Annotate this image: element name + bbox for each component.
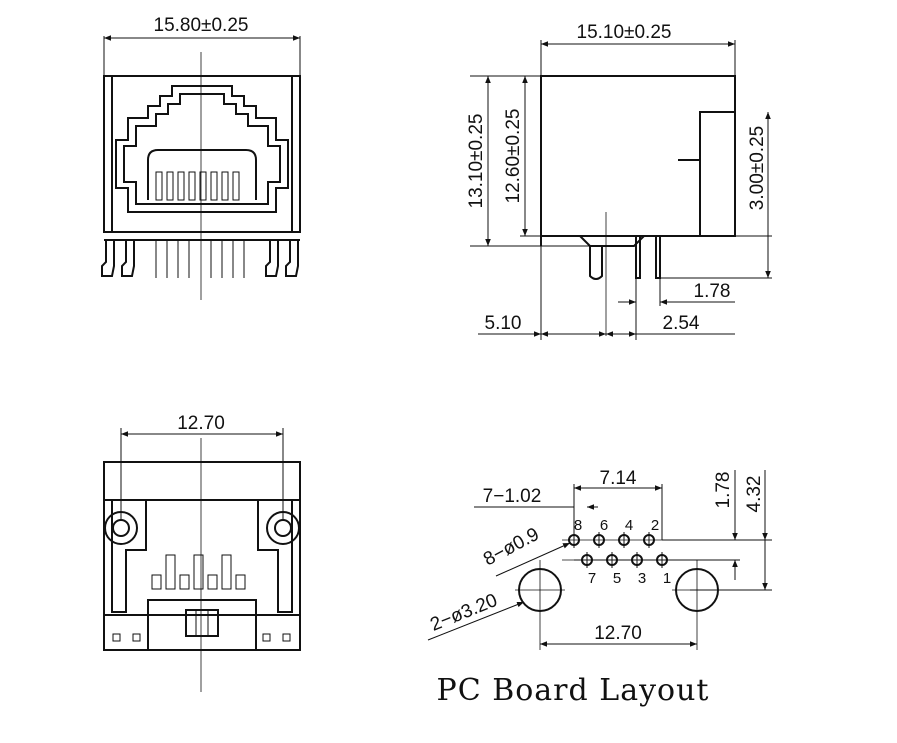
pin-label-4: 4: [625, 517, 633, 534]
pin-label-3: 3: [638, 570, 646, 587]
bottom-post-spacing-dim: 12.70: [177, 413, 225, 434]
side-tab-height-dim: 3.00±0.25: [747, 126, 768, 210]
side-depth-dim: 15.10±0.25: [577, 22, 672, 43]
pin-label-8: 8: [574, 517, 582, 534]
pin-label-2: 2: [651, 517, 659, 534]
side-pin-offset-dim: 2.54: [663, 313, 700, 334]
pin-label-6: 6: [600, 517, 608, 534]
front-pins: [155, 240, 245, 278]
pin-label-1: 1: [663, 570, 671, 587]
pcb-row-pitch-dim: 1.78: [713, 472, 734, 509]
pcb-post-spacing-dim: 12.70: [594, 623, 642, 644]
pcb-pin-diameter-dim: 8−ø0.9: [480, 524, 543, 571]
side-height-inner-dim: 12.60±0.25: [503, 109, 524, 204]
pcb-layout: 7.14 7−1.02 1.78 4.32: [427, 468, 772, 708]
side-height-outer-dim: 13.10±0.25: [466, 114, 487, 209]
pin-label-7: 7: [588, 570, 596, 587]
side-view: 15.10±0.25 13.10±0.25 12.60±0.25 3.00±0.…: [466, 22, 772, 340]
pcb-row-to-post-dim: 4.32: [744, 476, 765, 513]
pin-label-5: 5: [613, 570, 621, 587]
bottom-pins: [151, 554, 246, 590]
side-pin-pitch-dim: 1.78: [694, 281, 731, 302]
pcb-pin-hole-dim: 7−1.02: [483, 486, 542, 507]
pcb-post-hole-dim: 2−ø3.20: [427, 590, 500, 636]
pcb-layout-title: PC Board Layout: [437, 673, 710, 708]
contacts: [155, 171, 240, 201]
front-width-dim: 15.80±0.25: [154, 15, 249, 36]
front-view: 15.80±0.25: [101, 15, 301, 300]
side-offset-dim: 5.10: [485, 313, 522, 334]
pcb-pin-span-dim: 7.14: [600, 468, 637, 489]
bottom-view: 12.70: [103, 413, 301, 692]
